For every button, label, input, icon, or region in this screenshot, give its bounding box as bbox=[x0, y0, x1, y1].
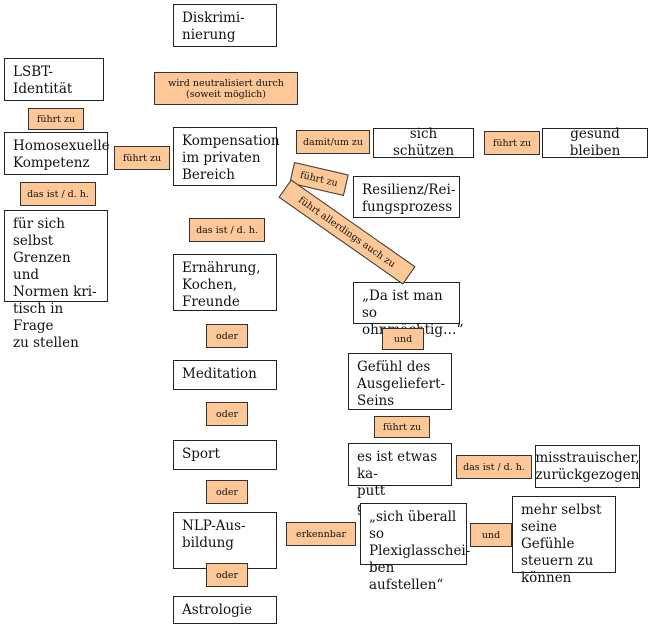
node-resilienz: Resilienz/Rei- fungsprozess bbox=[353, 176, 460, 218]
node-sport: Sport bbox=[173, 440, 277, 470]
label-erkennbar: erkennbar bbox=[286, 522, 356, 546]
label-oder: oder bbox=[206, 324, 248, 348]
label-oder: oder bbox=[206, 480, 248, 504]
node-gesund-bleiben: gesund bleiben bbox=[542, 126, 648, 159]
node-ernaehrung: Ernährung, Kochen, Freunde bbox=[173, 254, 277, 311]
node-nlp-ausbildung: NLP-Aus- bildung bbox=[173, 512, 277, 569]
node-sich-schuetzen: sich schützen bbox=[373, 126, 474, 159]
node-homosexuelle-kompetenz: Homosexuelle Kompetenz bbox=[4, 132, 110, 175]
node-ausgeliefert: Gefühl des Ausgeliefert- Seins bbox=[348, 353, 452, 410]
label-fuehrt-zu: führt zu bbox=[484, 131, 540, 155]
label-fuehrt-zu: führt zu bbox=[114, 146, 170, 170]
node-plexiglas: „sich überall so Plexiglasschei- ben auf… bbox=[360, 503, 470, 593]
label-fuehrt-zu: führt zu bbox=[28, 108, 84, 130]
label-wird-neutralisiert: wird neutralisiert durch (soweit möglich… bbox=[154, 72, 298, 105]
node-kompensation: Kompensation im privaten Bereich bbox=[173, 127, 280, 186]
label-damit-um-zu: damit/um zu bbox=[296, 130, 370, 154]
node-kaputt: es ist etwas ka- putt gegangen bbox=[348, 443, 452, 516]
label-oder: oder bbox=[206, 402, 248, 426]
label-das-ist: das ist / d. h. bbox=[20, 182, 96, 206]
node-grenzen-hinterfragen: für sich selbst Grenzen und Normen kri- … bbox=[4, 210, 108, 351]
node-misstrauisch: misstrauischer, zurückgezogen bbox=[535, 445, 640, 488]
node-diskriminierung: Diskrimi- nierung bbox=[173, 4, 277, 47]
label-fuehrt-zu: führt zu bbox=[374, 416, 430, 438]
label-und: und bbox=[382, 328, 424, 350]
label-das-ist: das ist / d. h. bbox=[189, 218, 265, 242]
node-selbst-steuern: mehr selbst seine Gefühle steuern zu kön… bbox=[512, 496, 616, 586]
node-ohnmaechtig: „Da ist man so ohnmächtig…“ bbox=[353, 282, 463, 338]
label-das-ist: das ist / d. h. bbox=[456, 455, 532, 479]
node-astrologie: Astrologie bbox=[173, 596, 277, 624]
node-meditation: Meditation bbox=[173, 360, 277, 390]
label-und: und bbox=[470, 523, 512, 547]
label-oder: oder bbox=[206, 563, 248, 587]
node-lsbt-identitaet: LSBT- Identität bbox=[4, 58, 104, 101]
